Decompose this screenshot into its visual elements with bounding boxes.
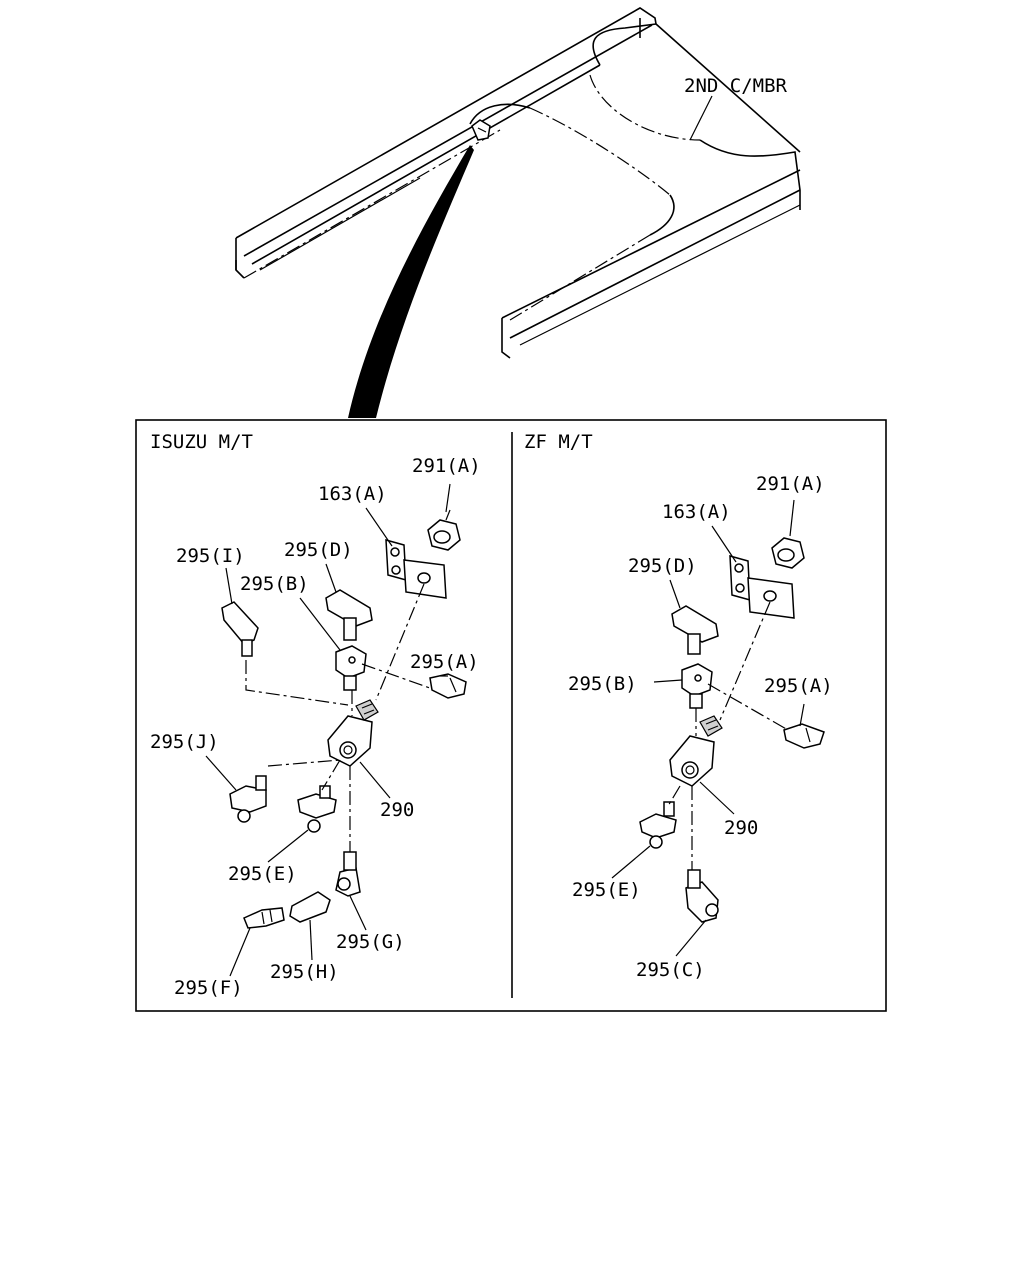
- fitting-295b-left: [335, 645, 367, 691]
- fitting-295e-right: [639, 801, 677, 849]
- label-295h: 295(H): [270, 961, 339, 983]
- fitting-295i: [221, 601, 259, 657]
- fitting-295b-right: [681, 663, 713, 709]
- fitting-295c: [685, 869, 719, 923]
- label-295a-right: 295(A): [764, 675, 833, 697]
- detail-box: [135, 419, 887, 1012]
- fitting-295a-right: [783, 723, 825, 749]
- label-291a-right: 291(A): [756, 473, 825, 495]
- panel-title-zf: ZF M/T: [524, 431, 593, 453]
- panel-isuzu: ISUZU M/T 291(A) 163(A) 295(I): [150, 431, 481, 999]
- fitting-295d-right: [671, 605, 719, 655]
- label-163a-right: 163(A): [662, 501, 731, 523]
- panel-title-isuzu: ISUZU M/T: [150, 431, 253, 453]
- label-295d-left: 295(D): [284, 539, 353, 561]
- label-295b-right: 295(B): [568, 673, 637, 695]
- label-291a-left: 291(A): [412, 455, 481, 477]
- label-295f: 295(F): [174, 977, 243, 999]
- bracket-163a-left: [385, 538, 447, 599]
- fitting-295a-left: [429, 673, 467, 699]
- fitting-295j: [229, 775, 267, 823]
- label-295a-left: 295(A): [410, 651, 479, 673]
- fitting-295h: [289, 891, 331, 923]
- fitting-295d-left: [325, 589, 373, 641]
- label-295g: 295(G): [336, 931, 405, 953]
- label-295d-right: 295(D): [628, 555, 697, 577]
- bracket-163a-right: [729, 554, 795, 619]
- label-295j: 295(J): [150, 731, 219, 753]
- label-295b-left: 295(B): [240, 573, 309, 595]
- label-295e-left: 295(E): [228, 863, 297, 885]
- label-295c: 295(C): [636, 959, 705, 981]
- fitting-295e-left: [297, 785, 337, 833]
- body-290-right: [669, 715, 723, 787]
- nut-291a-right: [771, 537, 805, 569]
- label-290-left: 290: [380, 799, 414, 821]
- panel-zf: ZF M/T 291(A) 163(A) 295(D): [524, 431, 833, 981]
- label-295e-right: 295(E): [572, 879, 641, 901]
- label-295i: 295(I): [176, 545, 245, 567]
- fitting-295f: [243, 907, 285, 929]
- chassis-frame-drawing: 2ND C/MBR: [235, 7, 801, 418]
- label-290-right: 290: [724, 817, 758, 839]
- label-163a-left: 163(A): [318, 483, 387, 505]
- nut-291a-left: [427, 509, 461, 551]
- frame-label: 2ND C/MBR: [684, 75, 788, 97]
- fitting-295g: [335, 851, 361, 897]
- body-290-left: [327, 699, 379, 767]
